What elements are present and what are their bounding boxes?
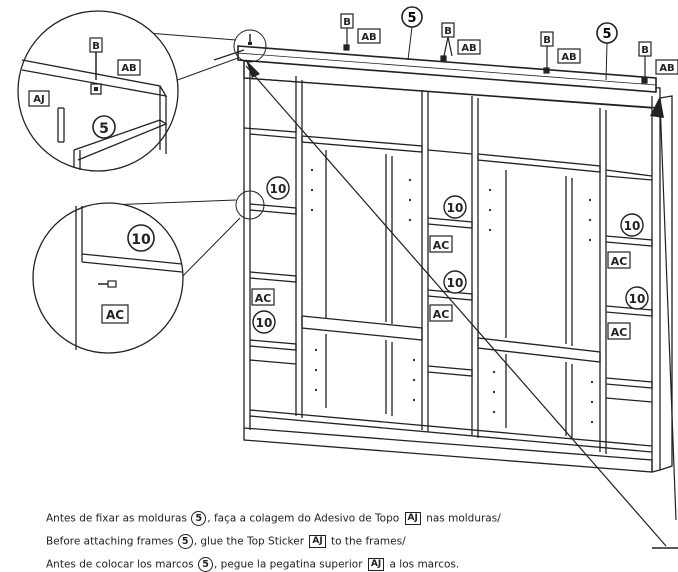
top-sticker-badge: AJ [309, 535, 326, 548]
top-sticker-badge: AJ [404, 512, 421, 525]
shelf-number-circle: 10 [443, 195, 467, 219]
svg-text:AC: AC [106, 308, 124, 322]
wardrobe-body [237, 45, 673, 473]
placement-lines [213, 49, 677, 547]
detail-side-piece: 10 AC [32, 190, 265, 354]
svg-text:10: 10 [270, 182, 287, 196]
side-piece-label: AC [429, 304, 453, 322]
shelf-number-circle: 10 [127, 224, 155, 252]
side-piece-label: AC [607, 251, 631, 269]
svg-text:B: B [343, 17, 351, 28]
top-callouts: 5 5 B AB B AB [340, 6, 678, 84]
svg-text:AJ: AJ [33, 94, 44, 105]
caption-text: , pegue la pegatina superior [214, 558, 366, 571]
frame-number-badge: 5 [191, 511, 207, 526]
svg-text:AC: AC [255, 292, 272, 305]
svg-text:10: 10 [624, 219, 641, 233]
caption-text: Before attaching frames [46, 535, 177, 548]
svg-text:AC: AC [611, 255, 628, 268]
instruction-line-en: Before attaching frames 5, glue the Top … [46, 534, 406, 549]
shelf-number-circle: 10 [620, 213, 644, 237]
shelf-number-circle: 10 [252, 310, 276, 334]
svg-text:10: 10 [629, 292, 646, 306]
pin-icon [98, 280, 117, 288]
shelf-number-circle: 10 [625, 286, 649, 310]
frame-number-badge: 5 [198, 557, 213, 572]
svg-text:10: 10 [447, 201, 464, 215]
shelf-number-circle: 10 [443, 270, 467, 294]
screw-label: B [89, 37, 103, 80]
svg-text:AB: AB [361, 32, 376, 43]
svg-text:B: B [444, 26, 452, 37]
top-cap-label: AB [357, 28, 381, 44]
frame-number-badge: 5 [177, 534, 193, 549]
caption-text: , faça a colagem do Adesivo de Topo [207, 512, 403, 525]
detail-top-sticker: B AB AJ 5 [17, 10, 267, 172]
in-body-callouts: 10 AC 10 10 AC 10 AC 10 [251, 176, 649, 340]
top-cap-label: AB [117, 59, 141, 76]
svg-text:B: B [543, 35, 551, 46]
top-cap-label: AB [557, 48, 581, 64]
frame-number-circle: 5 [596, 22, 618, 44]
frame-number-circle: 5 [92, 115, 116, 139]
caption-text: nas molduras/ [422, 512, 501, 525]
svg-text:AB: AB [121, 63, 136, 74]
screw-label: B [440, 22, 455, 62]
side-piece-label: AC [101, 304, 129, 324]
svg-text:10: 10 [131, 232, 151, 248]
top-sticker-badge: AJ [367, 558, 385, 571]
svg-text:AC: AC [611, 326, 628, 339]
instruction-line-es: Antes de colocar los marcos 5, pegue la … [46, 557, 459, 572]
screw-label: B [340, 13, 354, 51]
svg-text:AB: AB [561, 52, 576, 63]
caption-text: a los marcos. [386, 558, 460, 571]
instruction-line-pt: Antes de fixar as molduras 5, faça a col… [46, 511, 501, 526]
frame-number-circle: 5 [401, 6, 423, 28]
top-cap-label: AB [655, 59, 678, 75]
screw-label: B [638, 41, 652, 84]
side-piece-label: AC [251, 288, 275, 306]
shelf-number-circle: 10 [266, 176, 290, 200]
side-piece-label: AC [607, 322, 631, 340]
top-cap-label: AB [457, 39, 481, 55]
caption-text: Antes de colocar los marcos [46, 558, 197, 571]
caption-text: Antes de fixar as molduras [46, 512, 191, 525]
screw-icon [248, 34, 252, 45]
side-piece-label: AC [429, 235, 453, 253]
svg-text:AB: AB [461, 43, 476, 54]
svg-text:B: B [641, 45, 649, 56]
screw-label: B [540, 31, 554, 74]
svg-text:5: 5 [602, 27, 611, 42]
svg-text:5: 5 [407, 11, 416, 26]
svg-text:B: B [92, 41, 100, 52]
caption-text: , glue the Top Sticker [193, 535, 308, 548]
caption-text: to the frames/ [327, 535, 406, 548]
svg-text:AC: AC [433, 239, 450, 252]
svg-text:AB: AB [659, 63, 674, 74]
svg-text:10: 10 [256, 316, 273, 330]
svg-text:10: 10 [447, 276, 464, 290]
svg-text:5: 5 [99, 121, 109, 137]
top-sticker-label: AJ [28, 90, 50, 107]
top-cap-icon [90, 83, 102, 95]
svg-text:AC: AC [433, 308, 450, 321]
